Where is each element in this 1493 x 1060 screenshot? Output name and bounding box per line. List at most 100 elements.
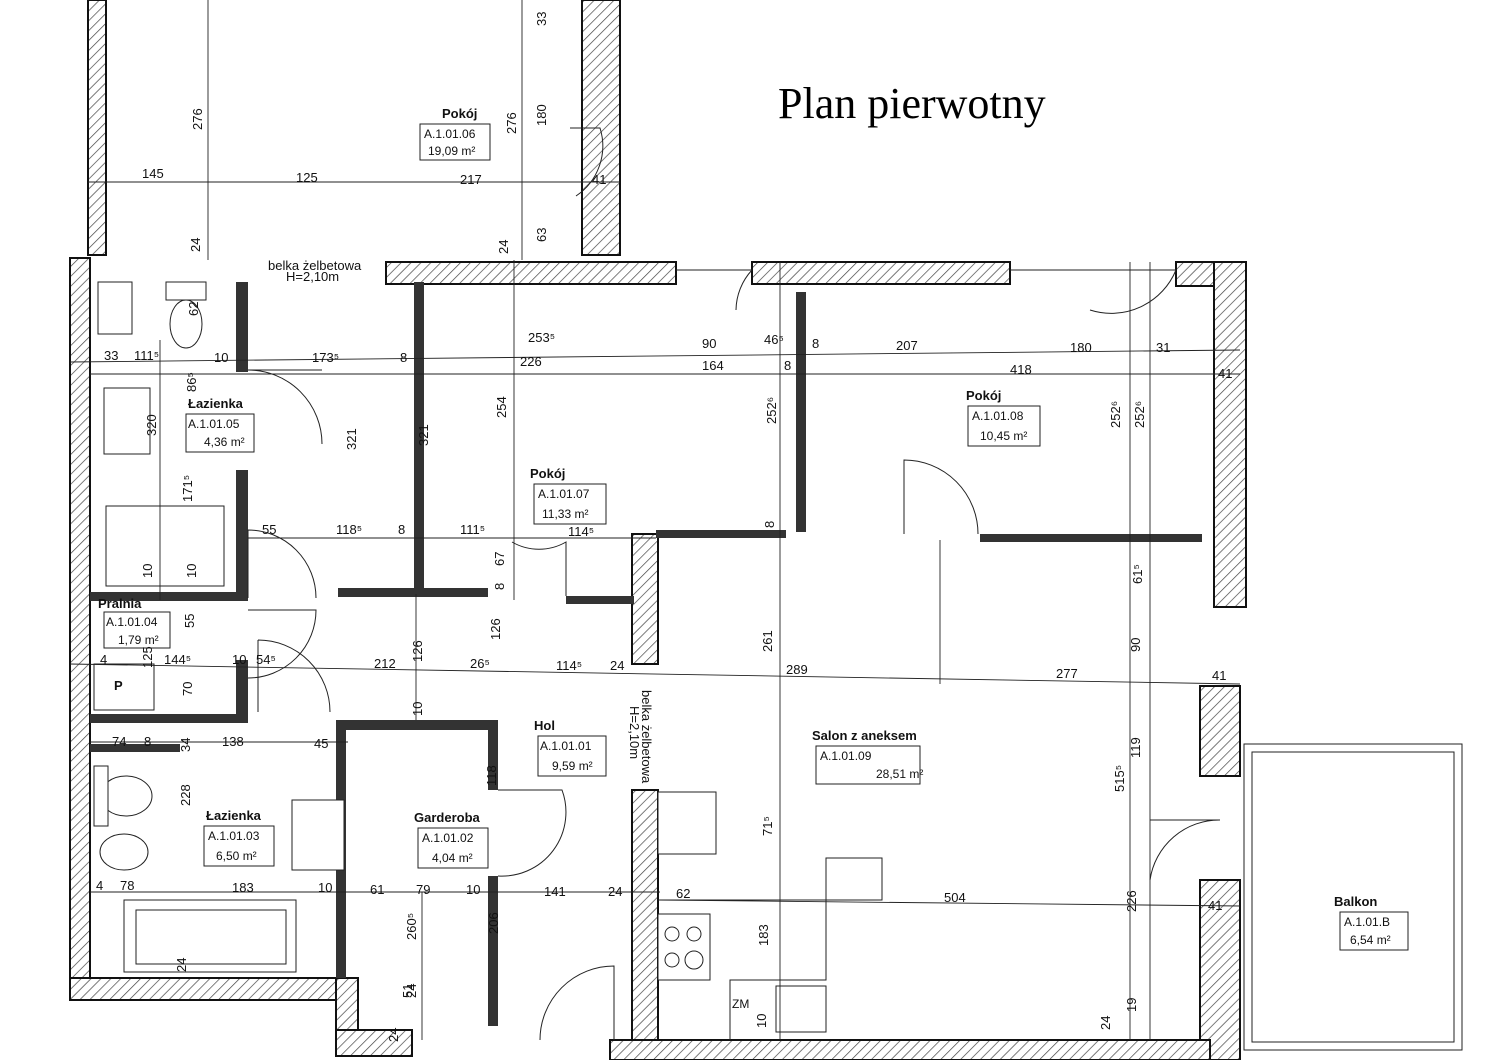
kitchen-sink <box>775 985 827 1033</box>
svg-text:Pokój: Pokój <box>442 106 477 121</box>
dim: 126 <box>488 618 503 640</box>
dim: 10 <box>232 652 246 667</box>
dim: 79 <box>416 882 430 897</box>
beam-sub-top: H=2,10m <box>286 269 339 284</box>
dim: 118 <box>484 765 499 786</box>
dim: 515⁵ <box>1112 765 1127 792</box>
svg-text:A.1.01.03: A.1.01.03 <box>208 829 260 843</box>
partition-5 <box>338 588 488 597</box>
dim: 8 <box>398 522 405 537</box>
dim: 34 <box>178 738 193 752</box>
dim: 276 <box>190 108 205 130</box>
svg-text:Pokój: Pokój <box>966 388 1001 403</box>
dim: 10 <box>214 350 228 365</box>
dim: 41 <box>1212 668 1226 683</box>
dim: 33 <box>104 348 118 363</box>
dim: 180 <box>1070 340 1092 355</box>
svg-text:Garderoba: Garderoba <box>414 810 481 825</box>
partition-1 <box>236 282 248 372</box>
svg-text:A.1.01.07: A.1.01.07 <box>538 487 590 501</box>
dim: 24 <box>610 658 624 673</box>
dim: 260⁵ <box>404 913 419 940</box>
dim: 67 <box>492 552 507 566</box>
dim: 62 <box>186 302 201 316</box>
dim: 183 <box>756 924 771 946</box>
svg-text:19,09 m²: 19,09 m² <box>428 144 475 158</box>
room-hol-01: Hol A.1.01.01 9,59 m² <box>534 718 607 777</box>
dim: 321 <box>344 428 359 450</box>
dim: 74 <box>112 734 126 749</box>
room-lazienka-05: Łazienka A.1.01.05 4,36 m² <box>185 396 255 453</box>
dim: 24 <box>1098 1016 1113 1030</box>
dim: 4 <box>96 878 103 893</box>
svg-text:Hol: Hol <box>534 718 555 733</box>
room-pralnia-04: Pralnia A.1.01.04 1,79 m² <box>98 596 171 649</box>
dim: 24 <box>496 240 511 254</box>
svg-text:28,51 m²: 28,51 m² <box>876 767 923 781</box>
partition-16 <box>236 660 248 720</box>
dim: 8 <box>784 358 791 373</box>
dim: 145 <box>142 166 164 181</box>
dim: 504 <box>944 890 966 905</box>
door-salon <box>903 459 979 535</box>
partition-12 <box>346 720 498 730</box>
shower-box <box>97 281 133 335</box>
dim: 125 <box>296 170 318 185</box>
wall-north-3 <box>751 261 1011 285</box>
door-bath-upper <box>247 369 323 445</box>
dim: 253⁵ <box>528 330 555 345</box>
svg-text:A.1.01.04: A.1.01.04 <box>106 615 158 629</box>
svg-text:Łazienka: Łazienka <box>188 396 244 411</box>
beam-label-side: belka żelbetowa <box>639 690 654 784</box>
bathtub-inner <box>135 909 287 965</box>
beam-label-top: belka żelbetowa <box>268 258 362 273</box>
svg-text:9,59 m²: 9,59 m² <box>552 759 593 773</box>
dim: 10 <box>184 564 199 578</box>
sink-lower <box>291 799 345 871</box>
dim: 24 <box>386 1028 401 1042</box>
dim: 61⁵ <box>1130 564 1145 584</box>
dim: 144⁵ <box>164 652 191 667</box>
dim: 4 <box>100 652 107 667</box>
dim: 90 <box>702 336 716 351</box>
toilet-tank <box>165 281 207 301</box>
dim: 63 <box>534 228 549 242</box>
dim: 8 <box>400 350 407 365</box>
room-labels: Pokój A.1.01.06 19,09 m² Łazienka A.1.01… <box>98 106 1409 1011</box>
doors <box>247 127 1221 1041</box>
hob-ring-3 <box>664 952 680 968</box>
partition-4 <box>796 292 806 532</box>
dim: 26⁵ <box>470 656 490 671</box>
shower-tray <box>105 505 225 587</box>
dim: 41 <box>1208 898 1222 913</box>
wall-salon-west-low <box>631 789 659 1060</box>
dim: 125 <box>140 646 155 668</box>
dim: 180 <box>534 104 549 126</box>
dim: 126 <box>410 640 425 662</box>
door-top-room <box>570 127 604 197</box>
door-balcony <box>1149 819 1221 881</box>
dim: 111⁵ <box>460 522 485 537</box>
dim: 86⁵ <box>184 372 199 392</box>
dim: 276 <box>504 112 519 134</box>
room-lazienka-03: Łazienka A.1.01.03 6,50 m² <box>203 808 275 867</box>
svg-text:A.1.01.06: A.1.01.06 <box>424 127 476 141</box>
svg-text:Pralnia: Pralnia <box>98 596 142 611</box>
dim: 41 <box>1218 366 1232 381</box>
dim: 55 <box>262 522 276 537</box>
washer <box>93 663 155 711</box>
kitchen-hob <box>657 913 711 981</box>
dim: 33 <box>534 12 549 26</box>
beam-labels: belka żelbetowa H=2,10m belka żelbetowa … <box>268 258 654 784</box>
dim: 226 <box>1124 890 1139 912</box>
dim: 254 <box>494 396 509 418</box>
wall-top-room-left <box>87 0 107 256</box>
svg-text:A.1.01.08: A.1.01.08 <box>972 409 1024 423</box>
kitchen-column <box>657 791 717 855</box>
dim: 321 <box>416 424 431 446</box>
svg-text:1,79 m²: 1,79 m² <box>118 633 159 647</box>
sink-upper <box>103 387 151 455</box>
dim: 45 <box>314 736 328 751</box>
dim: 114⁵ <box>556 658 582 673</box>
